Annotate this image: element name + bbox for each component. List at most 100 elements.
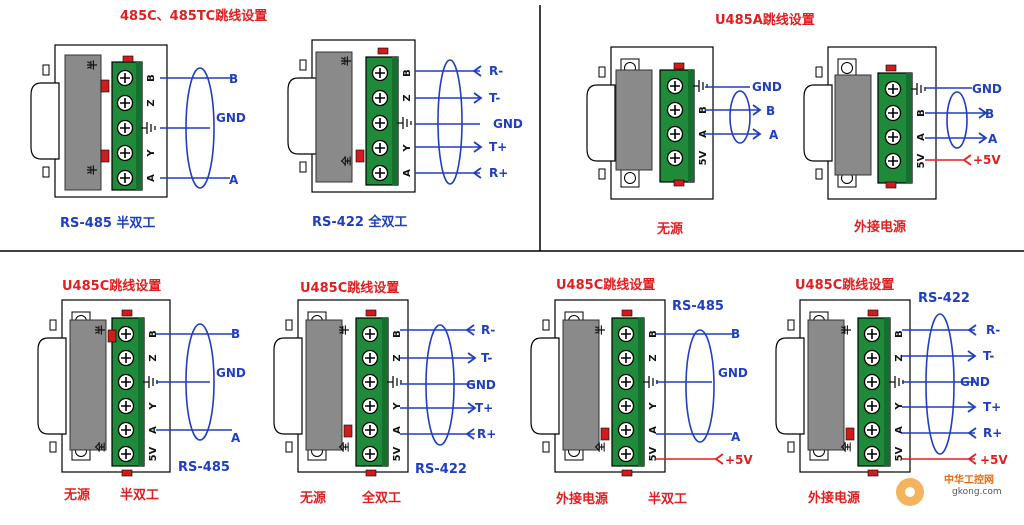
signal-b: B [766, 104, 775, 118]
signal-gnd: GND [972, 82, 1002, 96]
ground-icon [387, 376, 402, 388]
signal-gnd: GND [718, 366, 748, 380]
jumper-mark [621, 469, 633, 477]
screw-cross-icon [867, 401, 877, 411]
side-tab-bottom [299, 161, 307, 173]
arrow-out-icon [752, 104, 762, 116]
terminal-edge [392, 57, 398, 185]
jumper-mark [121, 309, 133, 317]
connector-housing [834, 74, 872, 176]
pin-label: Y [148, 402, 159, 411]
pin-label: A [698, 130, 709, 138]
screw-cross-icon [621, 353, 631, 363]
screw-cross-icon [375, 68, 385, 78]
signal-a: A [229, 173, 239, 187]
cable-shield [729, 90, 751, 144]
mark-half: 半 [594, 325, 607, 335]
dsub-shell [30, 82, 60, 160]
side-tab-top [285, 319, 293, 331]
signal-t-minus: T- [481, 351, 492, 365]
jumper-mark [377, 47, 389, 55]
screw-cross-icon [365, 401, 375, 411]
terminal-edge [688, 70, 694, 182]
signal-a: A [769, 128, 779, 142]
signal-b: B [231, 327, 240, 341]
signal-gnd: GND [466, 378, 496, 392]
connector-housing [315, 51, 353, 183]
pin-label: B [146, 74, 157, 82]
side-tab-bottom [542, 441, 550, 453]
jumper-mark [343, 424, 353, 438]
pin-label: Y [402, 144, 413, 153]
connector-housing [64, 54, 102, 191]
ground-icon [889, 376, 904, 388]
dsub-shell [287, 77, 317, 155]
arrow-in-icon [472, 167, 482, 179]
caption-b2-a: 无源 [299, 490, 326, 506]
caption-rs422-full: RS-422 全双工 [312, 214, 407, 230]
connector-housing [305, 319, 343, 451]
arrow-in-icon [967, 427, 977, 439]
screw-cross-icon [120, 173, 130, 183]
side-tab-bottom [598, 168, 606, 180]
cable-shield [437, 59, 463, 185]
terminal-edge [382, 318, 388, 466]
signal-a: A [731, 430, 741, 444]
cable-shield [946, 91, 968, 149]
screw-cross-icon [621, 425, 631, 435]
mark-half: 半 [340, 56, 353, 66]
title-u485c-3: U485C跳线设置 [556, 277, 655, 293]
ground-icon [143, 376, 158, 388]
cable-shield [185, 323, 215, 441]
screw-cross-icon [121, 329, 131, 339]
mark-full: 全 [594, 441, 607, 453]
ground-icon [643, 376, 658, 388]
arrow-in-icon [714, 453, 724, 465]
screw-cross-icon [375, 118, 385, 128]
mark-half: 半 [338, 325, 351, 335]
screw-cross-icon [120, 98, 130, 108]
watermark-text: 中华工控网 [944, 473, 994, 486]
pin-label: Z [148, 354, 159, 361]
pin-label: A [402, 169, 413, 177]
caption-b3-b: 半双工 [648, 491, 687, 507]
signal-t-minus: T- [489, 91, 500, 105]
signal-b: B [731, 327, 740, 341]
signal-gnd: GND [216, 366, 246, 380]
screw-cross-icon [867, 425, 877, 435]
signal-gnd: GND [216, 111, 246, 125]
connector-housing [562, 319, 600, 451]
jumper-mark [100, 79, 110, 93]
caption-no-power: 无源 [656, 221, 683, 237]
mark-full: 全 [338, 441, 351, 453]
label-rs422-b2: RS-422 [415, 462, 467, 477]
diagram-group: BZYA半半BGNDABZYA半全R-T-GNDT+R+BA5VGNDBABA5… [30, 39, 1008, 477]
screw-cross-icon [670, 105, 680, 115]
mark-half-bottom: 半 [86, 165, 99, 175]
title-u485c-1: U485C跳线设置 [62, 278, 161, 294]
screw-cross-icon [121, 353, 131, 363]
jumper-mark [673, 179, 685, 187]
dsub-shell [273, 337, 303, 435]
terminal-edge [906, 73, 912, 183]
screw-cross-icon [867, 353, 877, 363]
pin-label: A [894, 426, 905, 434]
screw-cross-icon [867, 329, 877, 339]
title-u485a: U485A跳线设置 [715, 12, 815, 28]
connector-housing [615, 69, 653, 171]
screw-cross-icon [120, 73, 130, 83]
signal-t-minus: T- [983, 349, 994, 363]
pin-label: B [916, 109, 927, 117]
pin-label: B [648, 330, 659, 338]
pin-label: B [402, 69, 413, 77]
jumper-mark [107, 329, 117, 343]
signal-gnd: GND [960, 375, 990, 389]
pin-label: A [146, 174, 157, 182]
jumper-mark [600, 427, 610, 441]
pin-label: Y [648, 402, 659, 411]
jumper-mark [867, 469, 879, 477]
terminal-edge [638, 318, 644, 466]
